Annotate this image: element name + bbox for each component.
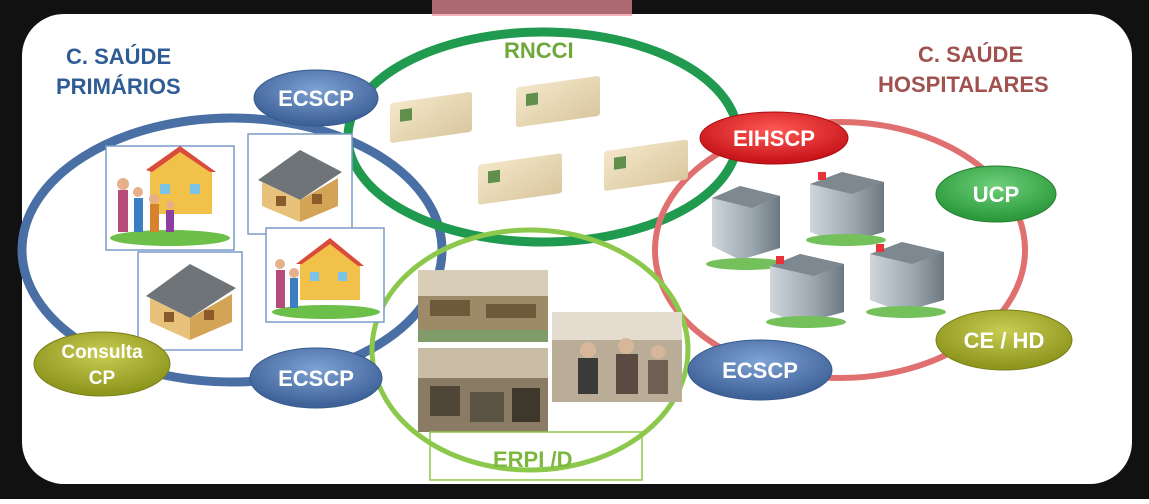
hospital-care-label-line1: C. SAÚDE [918, 42, 1023, 67]
ucp-node: UCP [935, 165, 1057, 223]
rncci-label: RNCCI [504, 38, 574, 63]
primary-care-label-line2: PRIMÁRIOS [56, 74, 181, 99]
family-house-illustration [105, 145, 235, 251]
erpi-label-box [429, 431, 643, 481]
ecscp-right-node: ECSCP [687, 339, 833, 401]
eihscp-label: EIHSCP [733, 126, 815, 151]
hospital-care-ring [652, 119, 1028, 381]
ce-hd-node: CE / HD [935, 309, 1073, 371]
house-illustration-2 [137, 251, 243, 351]
family-house-illustration-2 [265, 227, 385, 323]
consulta-cp-node: Consulta CP [33, 331, 171, 397]
ce-hd-label: CE / HD [964, 328, 1045, 353]
rncci-card-4 [604, 139, 688, 191]
hospital-building-1 [706, 186, 786, 270]
hospital-building-2 [806, 172, 886, 246]
hospital-building-4 [866, 242, 946, 318]
erpi-label: ERPI /D [493, 447, 572, 472]
house-illustration-1 [247, 133, 353, 235]
hospital-building-3 [766, 254, 846, 328]
erpi-photo-group [552, 312, 682, 402]
erpi-photo-dining-room [418, 270, 548, 342]
rncci-card-1 [390, 92, 472, 143]
ecscp-right-label: ECSCP [722, 358, 798, 383]
erpi-photo-lounge [418, 348, 548, 432]
primary-care-label-line1: C. SAÚDE [66, 44, 171, 69]
eihscp-node: EIHSCP [699, 111, 849, 165]
rncci-card-2 [516, 76, 600, 128]
ecscp-bottom-node: ECSCP [249, 347, 383, 409]
ecscp-bottom-label: ECSCP [278, 366, 354, 391]
ecscp-top-node: ECSCP [253, 69, 379, 127]
rncci-card-3 [478, 153, 562, 205]
erpi-ring [369, 227, 691, 473]
consulta-cp-label-line2: CP [89, 368, 116, 389]
ucp-label: UCP [973, 182, 1019, 207]
hospital-care-label-line2: HOSPITALARES [878, 72, 1049, 97]
ecscp-top-label: ECSCP [278, 86, 354, 111]
consulta-cp-label-line1: Consulta [61, 342, 143, 363]
top-decoration [432, 0, 632, 16]
